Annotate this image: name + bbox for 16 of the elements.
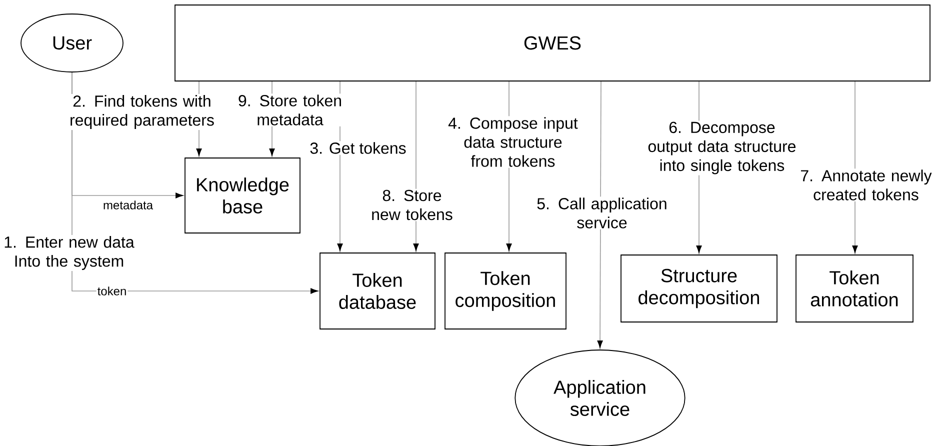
process-box: Token composition — [444, 252, 566, 330]
edge-label: 4. Compose input data structure from tokens — [441, 116, 585, 168]
note-text: 1. Enter new data Into the system — [0, 235, 140, 271]
edge-label: 3. Get tokens — [308, 141, 408, 155]
edge-label: 2. Find tokens with required parameters — [61, 94, 223, 130]
edge-label: 8. Store new tokens — [360, 188, 464, 222]
edge-label: metadata — [102, 200, 154, 210]
arrow — [597, 81, 603, 348]
process-box: Token annotation — [796, 254, 914, 322]
edge-label: token — [96, 286, 128, 296]
process-box: Knowledge base — [184, 158, 300, 234]
system-box: GWES — [174, 4, 930, 82]
edge-label: 5. Call application service — [530, 196, 674, 230]
process-box: Structure decomposition — [620, 254, 778, 322]
process-box: Token database — [320, 252, 436, 330]
edge-label: 9. Store token metadata — [233, 94, 347, 126]
